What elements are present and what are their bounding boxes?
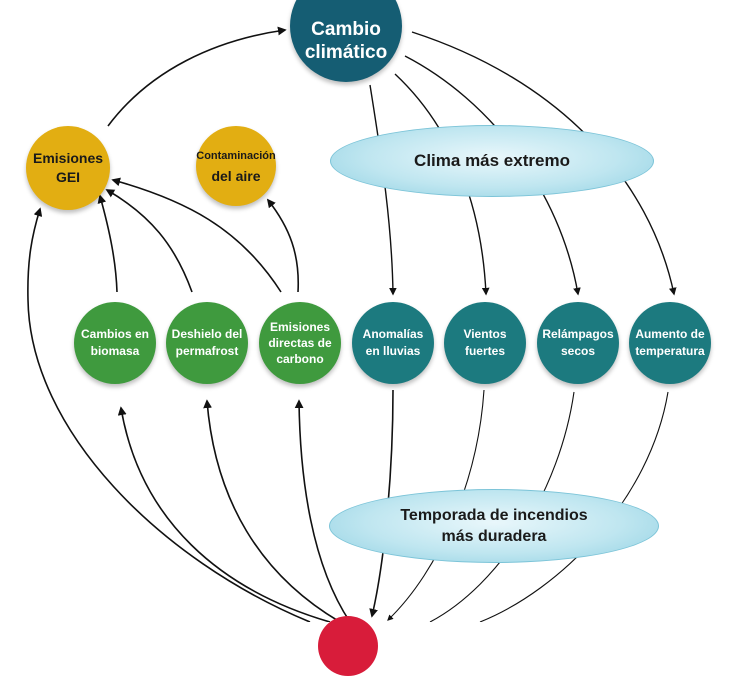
arrow-deshielo-to-gei xyxy=(105,189,193,293)
clima-mas-extremo-label: Clima más extremo xyxy=(414,151,570,170)
aumento-temperatura-node: Aumento de temperatura xyxy=(629,302,711,384)
arrow-emisdir-to-contam xyxy=(266,198,300,293)
arrow-emisdir-to-gei xyxy=(111,177,282,293)
emisiones-gei-node: Emisiones GEI xyxy=(26,126,110,210)
arrow-fire-to-biomasa xyxy=(117,406,331,622)
clima-mas-extremo-ellipse: Clima más extremo xyxy=(330,125,654,197)
cambios-biomasa-node: Cambios en biomasa xyxy=(74,302,156,384)
emisiones-gei-label: Emisiones GEI xyxy=(32,150,104,185)
arrow-gei-to-cambio xyxy=(107,26,287,127)
relampagos-secos-node: Relámpagos secos xyxy=(537,302,619,384)
temporada-incendios-label: Temporada de incendios más duradera xyxy=(400,507,588,545)
incendios-node xyxy=(318,616,378,676)
arrow-fire-to-deshielo xyxy=(203,399,341,622)
contaminacion-aire-node: Contaminación del aire xyxy=(196,126,276,206)
relampagos-secos-label: Relámpagos secos xyxy=(542,327,614,358)
emisiones-directas-node: Emisiones directas de carbono xyxy=(259,302,341,384)
deshielo-permafrost-label: Deshielo del permafrost xyxy=(171,327,243,358)
cambio-climatico-node: Cambio climático xyxy=(290,0,402,82)
fire-climate-feedback-diagram: Cambio climático Emisiones GEI Contamina… xyxy=(26,0,711,676)
vientos-fuertes-label: Vientos fuertes xyxy=(463,327,507,358)
arrow-fire-to-gei xyxy=(27,207,311,622)
contaminacion-label: Contaminación xyxy=(196,150,276,162)
temporada-incendios-ellipse: Temporada de incendios más duradera xyxy=(329,489,659,563)
cambios-biomasa-label: Cambios en biomasa xyxy=(80,327,149,358)
arrow-fire-to-emisdir xyxy=(294,399,351,622)
deshielo-permafrost-node: Deshielo del permafrost xyxy=(166,302,248,384)
cambio-climatico-label: Cambio climático xyxy=(304,19,388,63)
anomalias-lluvias-node: Anomalías en lluvias xyxy=(352,302,434,384)
arrow-cambio-to-lluvias xyxy=(369,84,397,296)
emisiones-directas-label: Emisiones directas de carbono xyxy=(268,320,332,366)
vientos-fuertes-node: Vientos fuertes xyxy=(444,302,526,384)
arrow-biomasa-to-gei xyxy=(97,194,118,293)
del-aire-label: del aire xyxy=(211,168,261,184)
anomalias-lluvias-label: Anomalías en lluvias xyxy=(362,327,424,358)
aumento-temperatura-label: Aumento de temperatura xyxy=(635,327,705,358)
